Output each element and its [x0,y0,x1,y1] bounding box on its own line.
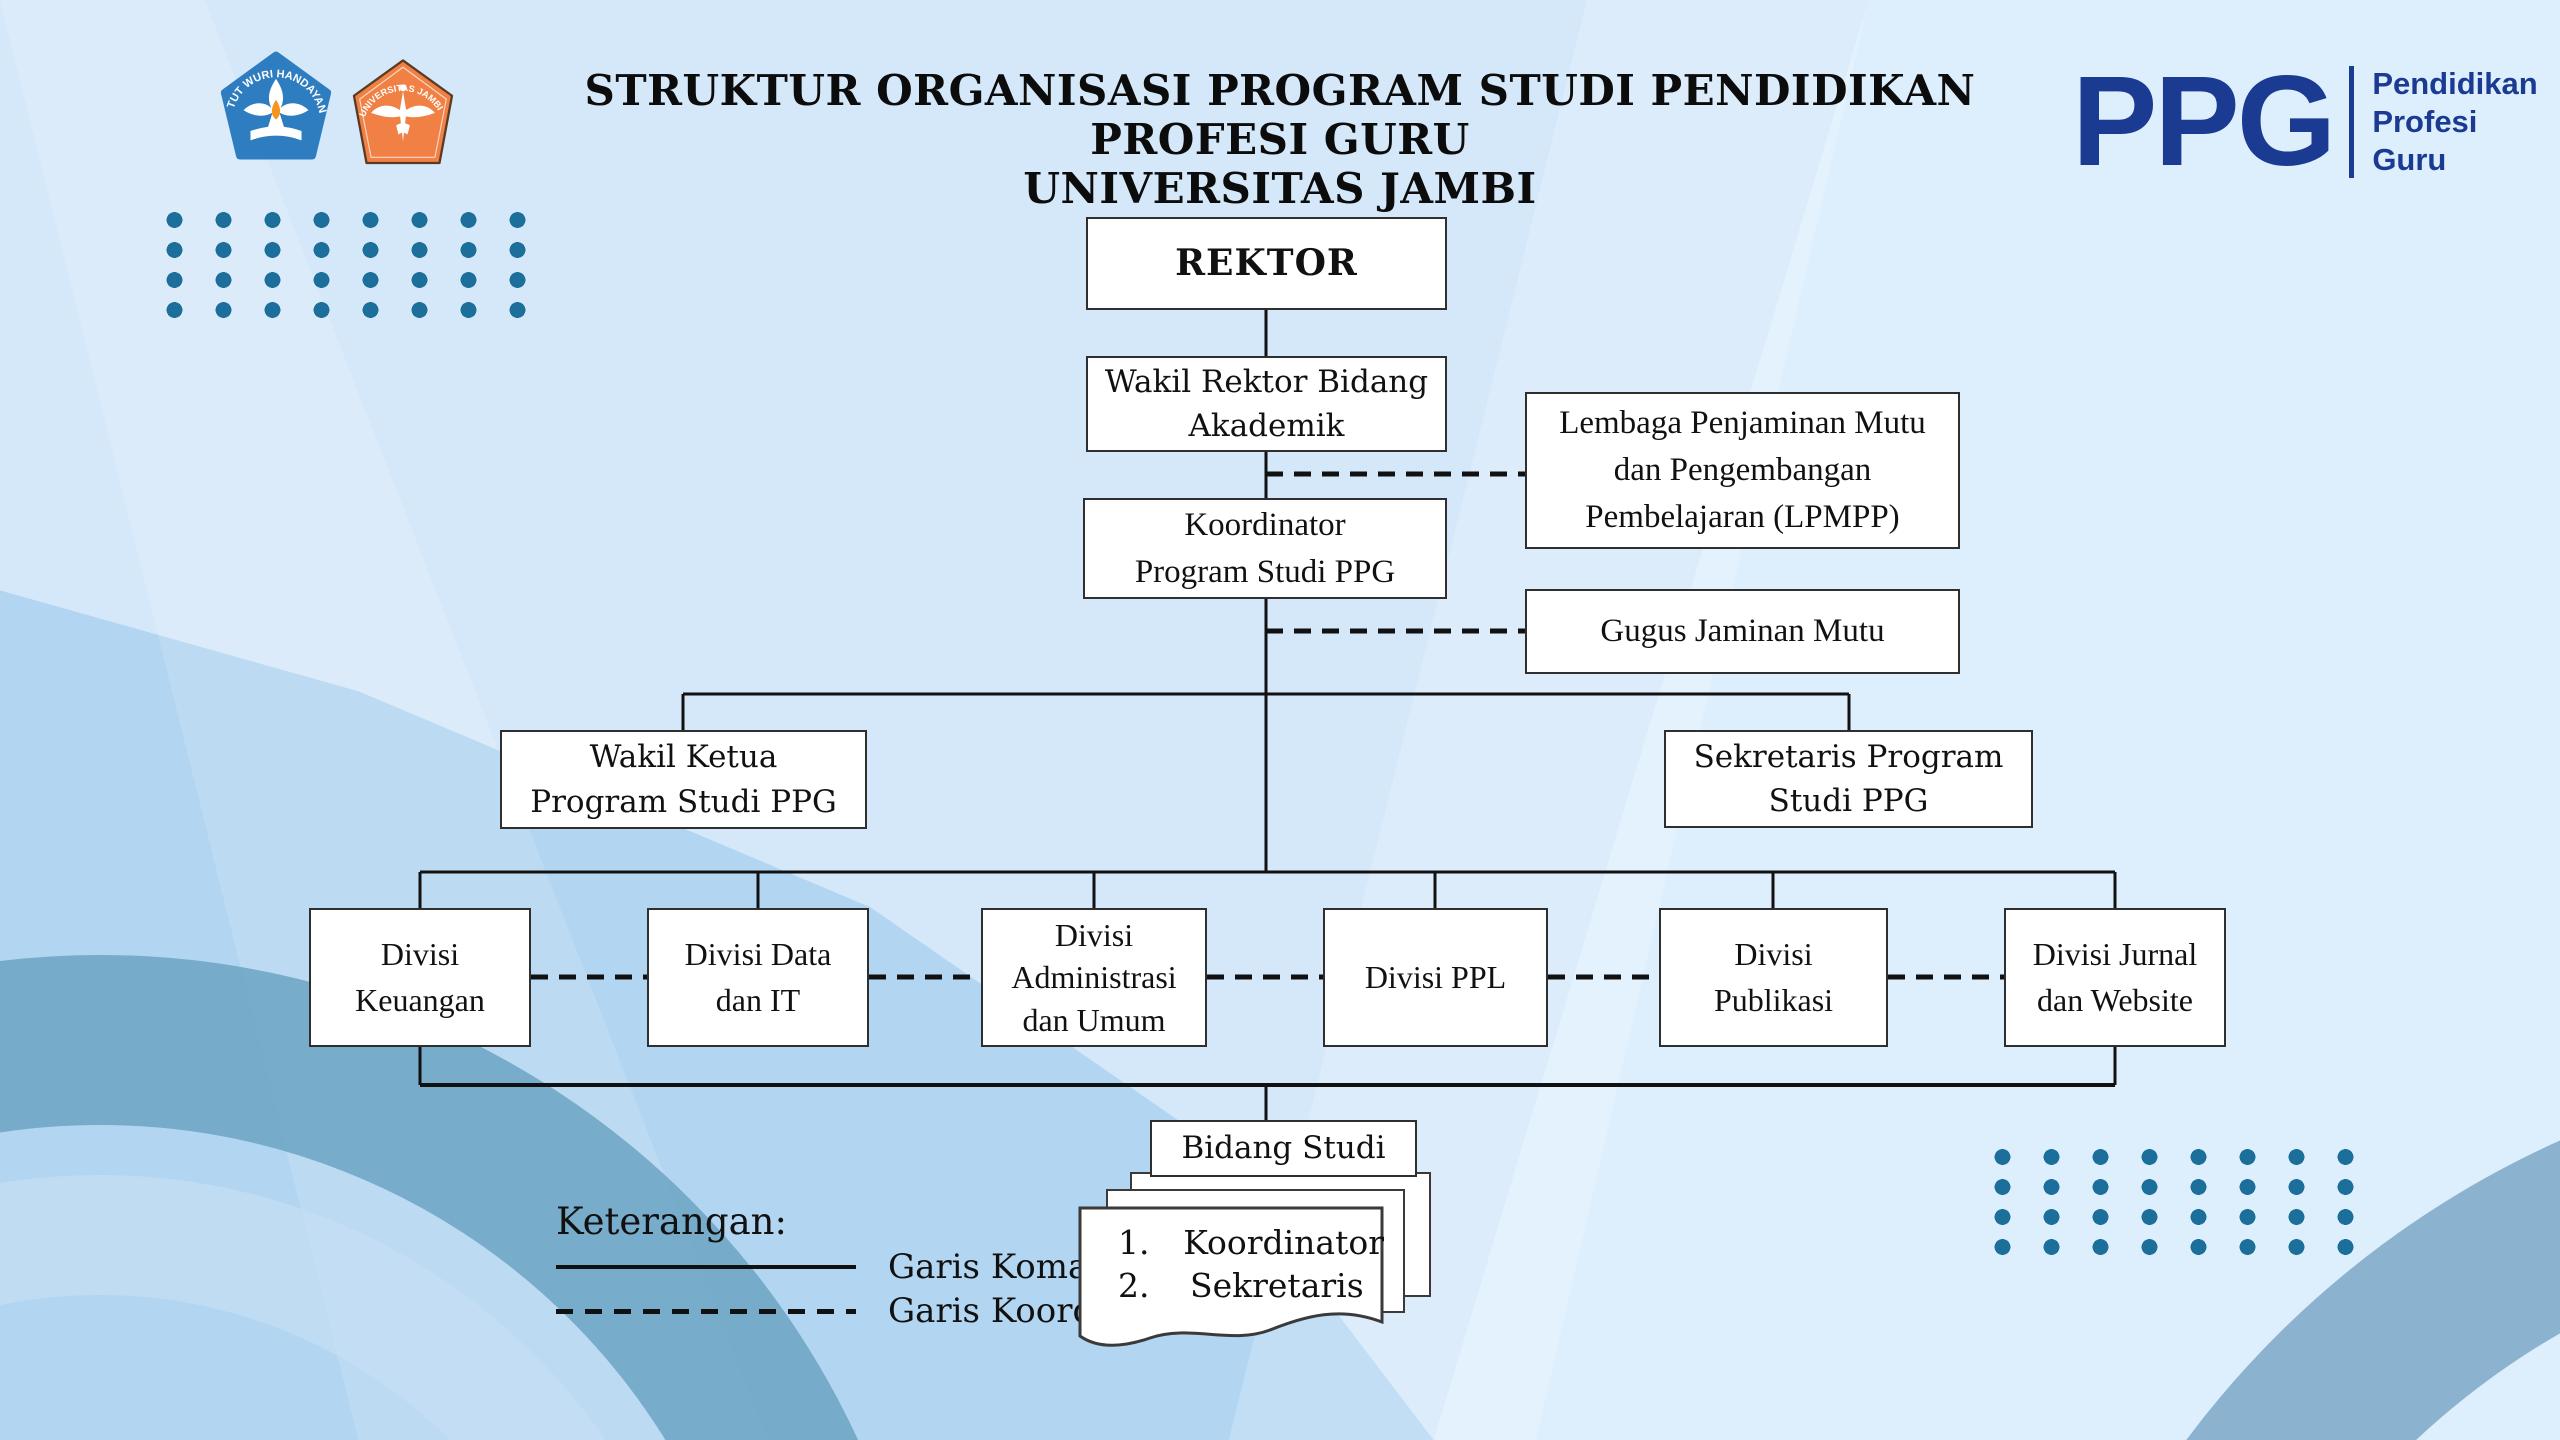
node-divisi-data-it: Divisi Data dan IT [647,908,869,1047]
node-divisi-publikasi: Divisi Publikasi [1659,908,1888,1047]
node-divisi-administrasi-umum: Divisi Administrasi dan Umum [981,908,1207,1047]
universitas-jambi-logo: UNIVERSITAS JAMBI [352,59,454,165]
ppg-words: Pendidikan Profesi Guru [2372,66,2538,177]
ppg-divider-bar [2349,66,2355,178]
ppg-wordmark: PPG Pendidikan Profesi Guru [2072,58,2538,186]
node-divisi-keuangan: Divisi Keuangan [309,908,531,1047]
dashed-line-sample [556,1308,856,1314]
node-rektor: REKTOR [1086,217,1447,310]
solid-line-sample [556,1265,856,1269]
node-divisi-ppl: Divisi PPL [1323,908,1548,1047]
list-item-label: Sekretaris [1190,1265,1364,1305]
node-divisi-jurnal-website: Divisi Jurnal dan Website [2004,908,2226,1047]
list-item-label: Koordinator [1183,1223,1384,1262]
bird-emblem [371,84,435,142]
list-item: 2. Sekretaris [1078,1265,1384,1308]
node-koordinator: Koordinator Program Studi PPG [1083,498,1447,599]
list-item: 1. Koordinator [1078,1222,1384,1265]
list-item-number: 1. [1118,1223,1150,1262]
dot-grid-top-left [150,205,542,325]
flame-shape [271,99,281,120]
ministry-tut-wuri-handayani-logo: TUT WURI HANDAYANI [218,50,332,160]
node-lpmpp: Lembaga Penjaminan Mutu dan Pengembangan… [1525,392,1960,549]
page-title: STRUKTUR ORGANISASI PROGRAM STUDI PENDID… [584,66,1976,214]
node-bidang-studi: Bidang Studi [1150,1120,1417,1177]
ppg-acronym: PPG [2072,50,2336,193]
node-wakil-ketua: Wakil Ketua Program Studi PPG [500,730,867,829]
dot-grid-bottom-right [1978,1142,2370,1262]
list-item-number: 2. [1118,1265,1150,1305]
node-sekretaris: Sekretaris Program Studi PPG [1664,730,2033,828]
stacked-sheet-front [1078,1206,1384,1347]
book-shape [250,126,302,141]
node-gugus-jaminan-mutu: Gugus Jaminan Mutu [1525,589,1960,674]
bidang-studi-roles-list: 1. Koordinator 2. Sekretaris [1078,1222,1384,1308]
node-wakil-rektor: Wakil Rektor Bidang Akademik [1086,356,1447,452]
